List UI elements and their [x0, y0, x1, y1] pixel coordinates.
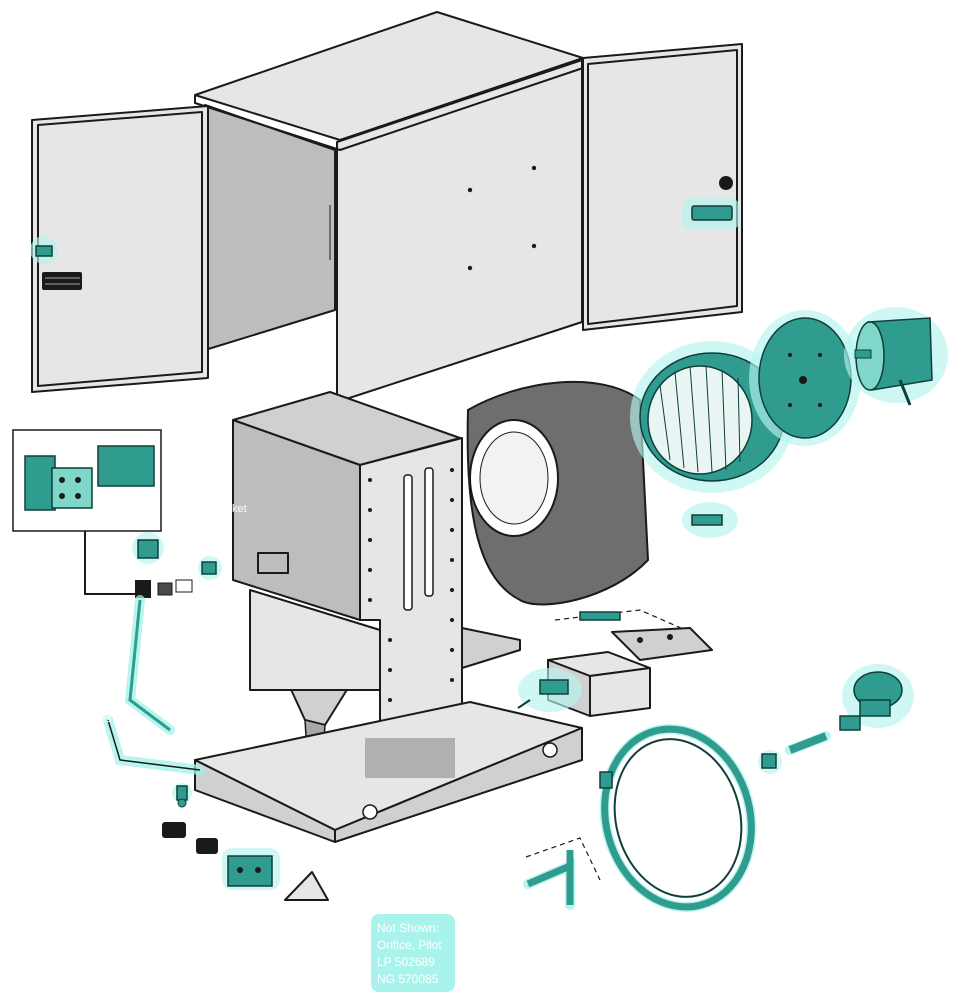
right-door [582, 43, 743, 331]
pilot-tube [103, 595, 205, 775]
gas-valve [222, 848, 329, 901]
note-line-4: NG 570085 [377, 972, 439, 986]
control-bracket [554, 609, 713, 661]
note-line-1: Not Shown: [377, 921, 440, 935]
wheel-bracket [682, 502, 738, 538]
note-line-3: LP 502689 [377, 955, 435, 969]
cabinet-shell [194, 11, 584, 403]
pilot-label-fragment: es [100, 713, 112, 725]
junction-box [517, 651, 651, 717]
regulator [839, 664, 914, 731]
door-latch-right [682, 198, 740, 230]
gas-hose [599, 724, 757, 912]
blower-wheel [630, 341, 794, 493]
left-door [31, 105, 209, 393]
door-latch-left [30, 236, 58, 264]
not-shown-note: Not Shown: Orifice, Pilot LP 502689 NG 5… [371, 914, 455, 992]
shutoff-valve [523, 837, 601, 910]
base-pan [194, 627, 583, 843]
note-line-2: Orifice, Pilot [377, 938, 442, 952]
gas-valve-inset [12, 429, 162, 595]
pilot-assembly [132, 532, 222, 598]
fittings-left [162, 783, 218, 854]
blower-motor [844, 307, 948, 406]
pipe-fittings [758, 731, 831, 774]
motor-plate [749, 310, 861, 446]
bracket-label-fragment: ket [232, 503, 247, 515]
blower-housing [466, 380, 650, 606]
burner-housing [232, 391, 463, 771]
